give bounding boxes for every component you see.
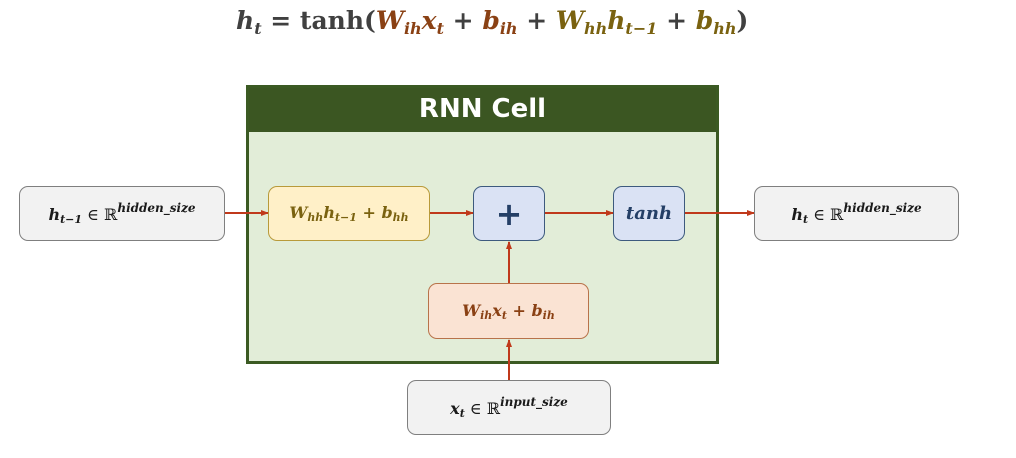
h-out-var: h	[791, 205, 804, 224]
wih: W	[462, 300, 481, 320]
h-prev-dim: hidden_size	[117, 201, 196, 215]
tanh-label: tanh	[625, 203, 673, 224]
formula-ht: h	[236, 6, 255, 35]
hprev-sub: t−1	[334, 211, 357, 224]
hidden-transform-node: Whhht−1 + bhh	[268, 186, 430, 241]
formula-hprev: h	[607, 6, 626, 35]
xt-sub: t	[501, 308, 507, 322]
formula-tanh: = tanh(	[261, 6, 376, 35]
x-var: x	[450, 399, 460, 418]
sum-operator-node: +	[473, 186, 545, 241]
formula-hprev-sub: t−1	[625, 19, 658, 38]
real-set: ℝ	[830, 205, 844, 224]
formula-wih: W	[375, 6, 404, 35]
formula-xt-sub: t	[436, 19, 444, 38]
h-prev-sub: t−1	[60, 213, 83, 226]
bhh: b	[381, 203, 393, 222]
real-set: ℝ	[104, 205, 118, 224]
h-prev-var: h	[48, 205, 61, 224]
formula-whh-sub: hh	[583, 19, 608, 38]
formula-bhh: b	[695, 6, 714, 35]
formula-whh: W	[555, 6, 584, 35]
real-set: ℝ	[486, 399, 501, 418]
plus: +	[506, 300, 532, 320]
bih-sub: ih	[542, 308, 555, 322]
hprev: h	[323, 203, 335, 222]
plus: +	[356, 203, 382, 222]
x-input-node: xt ∈ ℝinput_size	[407, 380, 611, 435]
rnn-formula: ht = tanh(Wihxt + bih + Whhht−1 + bhh)	[236, 6, 748, 46]
formula-wih-sub: ih	[403, 19, 422, 38]
bhh-sub: hh	[392, 211, 409, 224]
formula-plus: +	[443, 6, 483, 35]
formula-close: )	[736, 6, 749, 35]
x-dim: input_size	[500, 395, 568, 409]
tanh-activation-node: tanh	[613, 186, 685, 241]
element-of: ∈	[82, 205, 105, 224]
plus-icon: +	[495, 194, 523, 233]
element-of: ∈	[808, 205, 831, 224]
formula-bih: b	[482, 6, 500, 35]
h-out-sub: t	[803, 213, 809, 226]
h-prev-input-node: ht−1 ∈ ℝhidden_size	[19, 186, 225, 241]
xt: x	[492, 300, 502, 320]
bih: b	[531, 300, 543, 320]
formula-ht-sub: t	[254, 19, 262, 38]
whh: W	[289, 203, 308, 222]
rnn-cell-title: RNN Cell	[249, 88, 716, 132]
x-sub: t	[459, 407, 465, 420]
input-transform-node: Wihxt + bih	[428, 283, 589, 339]
h-out-dim: hidden_size	[843, 201, 922, 215]
formula-bih-sub: ih	[499, 19, 518, 38]
element-of: ∈	[464, 399, 487, 418]
formula-plus: +	[657, 6, 696, 35]
h-output-node: ht ∈ ℝhidden_size	[754, 186, 959, 241]
formula-plus: +	[517, 6, 556, 35]
wih-sub: ih	[480, 308, 493, 322]
formula-xt: x	[421, 6, 437, 35]
whh-sub: hh	[307, 211, 324, 224]
formula-bhh-sub: hh	[713, 19, 737, 38]
